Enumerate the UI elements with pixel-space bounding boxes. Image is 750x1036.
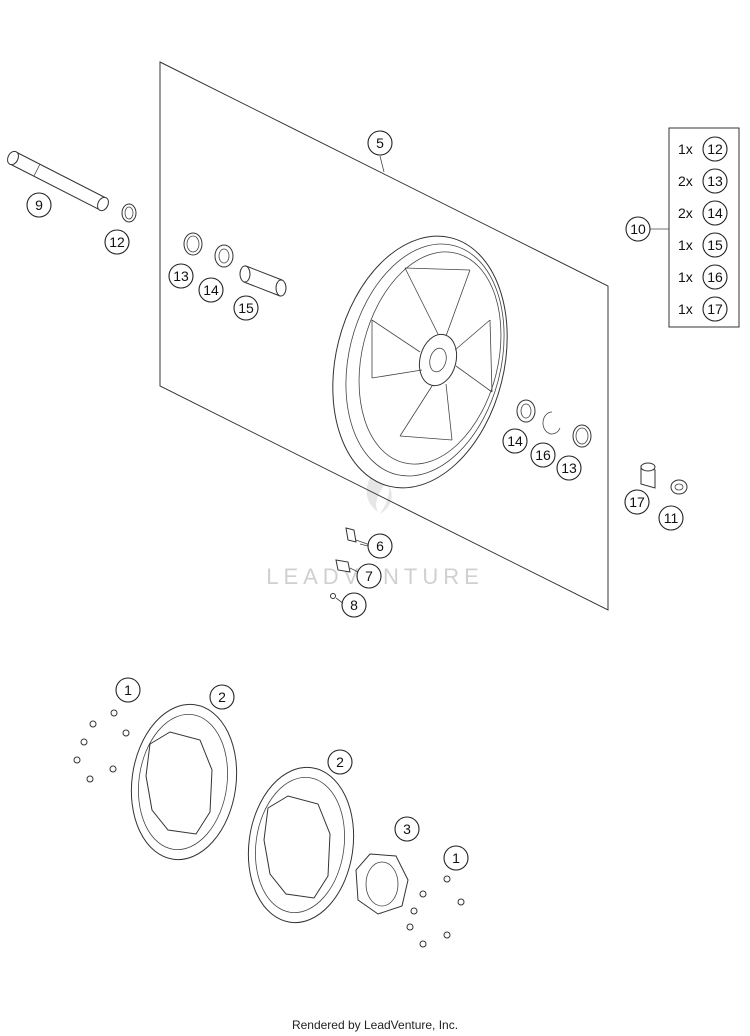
kit-part-callout: 12	[702, 136, 728, 162]
callout-c12: 12	[104, 229, 130, 255]
callout-label: 10	[630, 221, 646, 237]
callout-c3: 3	[394, 816, 420, 842]
kit-part-callout: 16	[702, 264, 728, 290]
kit-part-callout: 14	[702, 200, 728, 226]
callout-c13b: 13	[556, 455, 582, 481]
spacer-part-15	[239, 265, 287, 297]
kit-qty: 1x	[678, 269, 693, 285]
seal-part-13-right	[572, 424, 592, 448]
callout-c13a: 13	[168, 263, 194, 289]
kit-part-number: 13	[707, 173, 723, 189]
kit-qty: 1x	[678, 237, 693, 253]
callout-label: 14	[507, 433, 523, 449]
callout-c6: 6	[367, 533, 393, 559]
front-wheel	[332, 235, 508, 489]
abs-sensor-ring-part-3	[355, 853, 409, 915]
callout-label: 17	[629, 494, 645, 510]
kit-box	[668, 127, 740, 328]
callout-c1b: 1	[443, 845, 469, 871]
callout-label: 13	[173, 268, 189, 284]
callout-c9: 9	[26, 192, 52, 218]
callout-c5: 5	[367, 130, 393, 156]
callout-label: 15	[238, 300, 254, 316]
kit-part-callout: 15	[702, 232, 728, 258]
kit-qty: 2x	[678, 205, 693, 221]
wheel-assembly-plate	[159, 61, 609, 611]
callout-c8: 8	[341, 592, 367, 618]
callout-c1a: 1	[115, 677, 141, 703]
kit-part-number: 17	[707, 301, 723, 317]
callout-label: 6	[376, 538, 384, 554]
kit-part-callout: 17	[702, 296, 728, 322]
callout-label: 1	[124, 682, 132, 698]
kit-part-number: 12	[707, 141, 723, 157]
callout-c2a: 2	[209, 684, 235, 710]
callout-c2b: 2	[327, 749, 353, 775]
callout-c15: 15	[233, 295, 259, 321]
kit-qty: 1x	[678, 141, 693, 157]
callout-c16: 16	[530, 442, 556, 468]
footer-credit: Rendered by LeadVenture, Inc.	[291, 1018, 459, 1032]
kit-qty: 1x	[678, 301, 693, 317]
kit-part-number: 14	[707, 205, 723, 221]
axle-nut-part-11	[670, 479, 688, 495]
callout-c10: 10	[625, 216, 651, 242]
brake-disc-right	[247, 766, 355, 924]
brake-disc-left	[130, 703, 238, 861]
kit-list: 1x 12 2x 13 2x 14 1x 15 1x 16 1x 17	[678, 136, 728, 322]
callout-label: 14	[203, 282, 219, 298]
disc-bolts-left	[73, 709, 130, 783]
spacer-part-12	[121, 203, 137, 223]
callout-c14b: 14	[502, 428, 528, 454]
callout-label: 16	[535, 447, 551, 463]
callout-label: 5	[376, 135, 384, 151]
leader-lines	[359, 155, 385, 547]
axle-part-9	[7, 150, 109, 212]
callout-label: 12	[109, 234, 125, 250]
kit-qty: 2x	[678, 173, 693, 189]
callout-c14a: 14	[198, 277, 224, 303]
kit-part-number: 15	[707, 237, 723, 253]
kit-part-callout: 13	[702, 168, 728, 194]
callout-label: 11	[664, 510, 679, 526]
callout-label: 2	[218, 689, 226, 705]
callout-label: 8	[350, 597, 358, 613]
kit-part-number: 16	[707, 269, 723, 285]
seal-part-13-left	[183, 232, 203, 256]
callout-c11: 11	[658, 505, 684, 531]
spacer-part-17	[640, 462, 656, 489]
callout-c7: 7	[356, 563, 382, 589]
circlip-part-16	[542, 411, 561, 435]
callout-label: 1	[452, 850, 460, 866]
callout-label: 3	[403, 821, 411, 837]
callout-label: 2	[336, 754, 344, 770]
bearing-part-14-right	[516, 399, 536, 423]
disc-bolts-right	[406, 875, 465, 948]
callout-c17: 17	[624, 489, 650, 515]
callout-label: 9	[35, 197, 43, 213]
bearing-part-14-left	[214, 244, 234, 268]
callout-label: 13	[561, 460, 577, 476]
callout-label: 7	[365, 568, 373, 584]
